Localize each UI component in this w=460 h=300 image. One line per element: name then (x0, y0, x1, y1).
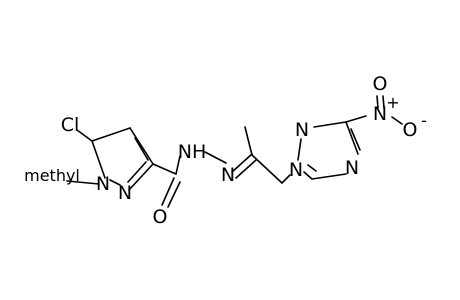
bond-c-ch2 (251, 154, 283, 184)
bond-n1-n2 (109, 179, 121, 186)
nh-label: NH (178, 141, 207, 163)
carbonyl-o-label: O (153, 206, 168, 228)
imine-n-label: N (221, 164, 235, 186)
bond-c5-c4 (91, 127, 131, 142)
nitro-o-top-label: O (373, 73, 388, 95)
nitro-n-label: N (373, 103, 387, 125)
bond-n1-n2 (297, 138, 302, 161)
n1-triazole-label: N (289, 159, 303, 181)
triazole-ring (281, 121, 361, 184)
nitro-plus-charge: + (386, 93, 399, 112)
bond-n-o-top-1 (376, 95, 379, 109)
bond-ch2-n1 (281, 174, 291, 184)
nitro-minus-charge: - (421, 111, 427, 130)
bond-c4-c3-inner (134, 137, 149, 161)
methyl-label: methyl (24, 166, 80, 185)
n2-pyrazole-label: N (118, 182, 132, 204)
bond-c5-n1 (303, 171, 313, 180)
bond-c5-n1-inner (307, 164, 317, 172)
methyl-bond (66, 180, 100, 185)
cl-label: Cl (61, 114, 80, 136)
nitro-o-right-label: O (403, 119, 418, 141)
bond-c-o-2 (167, 181, 181, 208)
bond-c-o-1 (161, 177, 175, 206)
bond-c4-c3 (129, 127, 154, 165)
bond-n2-c3 (313, 121, 347, 128)
bond-n-c-2 (235, 159, 257, 179)
n1-pyrazole-label: N (96, 173, 110, 195)
bond-n-o-right (391, 116, 403, 125)
bond-n4-c5 (311, 173, 347, 180)
bond-nh-n (204, 151, 227, 164)
bond-c3-nitro (345, 115, 367, 123)
bond-n-o-top-2 (382, 95, 385, 109)
bond-carbonyl-nh (175, 155, 181, 175)
bond-c3-carbonyl (152, 163, 177, 175)
pyrazole-ring (91, 127, 154, 191)
methyl-c-bond (244, 126, 253, 156)
n4-triazole-label: N (345, 157, 359, 179)
bond-c3-n2 (128, 163, 154, 191)
bond-n-c-1 (231, 153, 253, 173)
bond-c5-n1 (91, 140, 106, 179)
n2-triazole-label: N (295, 119, 309, 141)
bond-c5-cl (76, 129, 93, 142)
bond-c3-n4 (345, 121, 359, 155)
bond-c3-n2-inner (127, 161, 147, 183)
bond-c3-n4-inner (350, 128, 361, 151)
